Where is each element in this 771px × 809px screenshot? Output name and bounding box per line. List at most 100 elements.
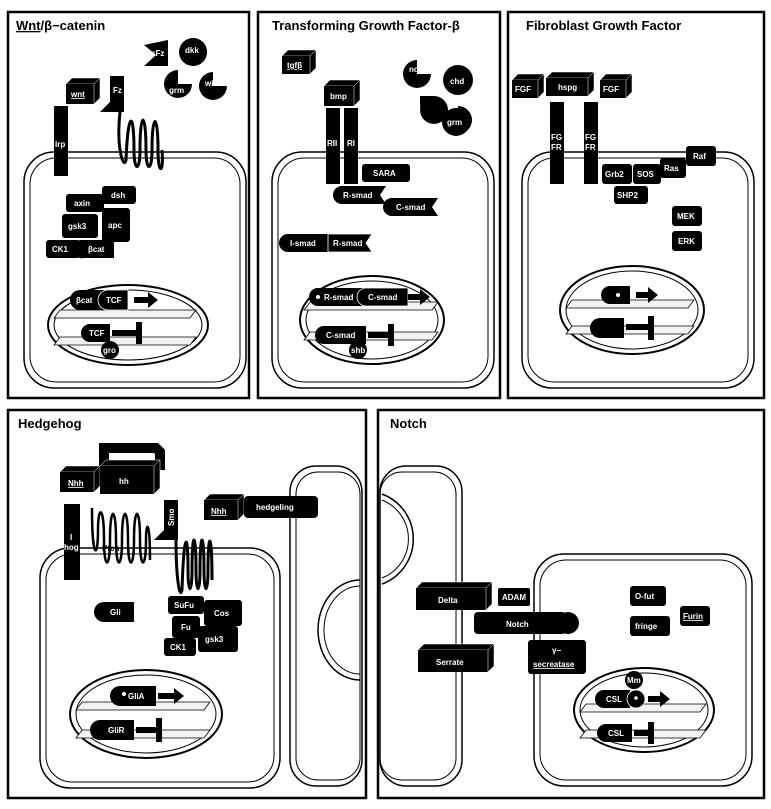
shp2-box	[614, 186, 648, 204]
ihog-label-a: I	[70, 533, 72, 542]
hspg-label: hspg	[558, 83, 577, 92]
delta-label: Delta	[438, 596, 458, 605]
nuc-csmad2-shape	[315, 326, 366, 344]
apc-label: apc	[108, 221, 122, 230]
ismad-label: I-smad	[290, 239, 316, 248]
notch-end	[557, 612, 579, 634]
smo-transmembrane	[174, 538, 214, 594]
glia-label: GliA	[128, 692, 145, 701]
ck1-label: CK1	[52, 245, 69, 254]
panel-fgf: Fibroblast Growth Factor FGF hspg FGF FG…	[506, 10, 766, 400]
chd-shape	[443, 65, 473, 95]
cell-membrane-inner	[277, 157, 489, 383]
gro-label: gro	[103, 346, 116, 355]
bcat-shape	[72, 240, 114, 259]
grm-shape-b	[442, 108, 470, 136]
nhh-label: Nhh	[68, 479, 84, 488]
fgfr-a-label-2: FR	[551, 143, 562, 152]
nuc-tcf-shape	[97, 289, 129, 311]
neighbour-cell	[289, 465, 363, 787]
sara-box	[362, 164, 410, 182]
axin-box	[66, 194, 104, 212]
fgfr-a-bar	[550, 102, 564, 184]
activation-arrow	[134, 292, 158, 308]
nucleus	[559, 265, 705, 355]
fz-label: Fz	[113, 86, 122, 95]
sfz-label: sFz	[151, 49, 164, 58]
fringe-label: fringe	[635, 622, 658, 631]
ofut-label: O-fut	[635, 592, 654, 601]
sending-cell	[379, 465, 463, 787]
furin-box	[680, 606, 710, 626]
cell-membrane-inner	[45, 553, 275, 783]
fgfr-b-label-1: FG	[585, 133, 596, 142]
nhh2-box-top	[203, 493, 245, 501]
csl-shape	[595, 690, 630, 708]
serrate-box-top	[417, 643, 495, 651]
sos-box	[633, 164, 661, 184]
fol-shape	[420, 96, 448, 124]
axin-label: axin	[74, 199, 90, 208]
grm-label: grm	[447, 118, 462, 127]
nucleus	[69, 669, 223, 759]
repression-bar	[626, 316, 654, 340]
gsk3-box	[62, 214, 98, 238]
rsmad2-shape	[327, 233, 373, 253]
panel-tgf: Transforming Growth Factor-β tgfβ bmp no…	[256, 10, 502, 400]
tf-shape	[601, 286, 630, 304]
fgfr-b-bar	[584, 102, 598, 184]
panel-notch: Notch Delta ADAM Notch Serrate γ− secrea…	[376, 408, 766, 800]
neighbour-cell-inner	[295, 471, 361, 781]
sufu-label: SuFu	[174, 601, 194, 610]
sufu-box	[168, 596, 204, 614]
ptch-label: Ptch	[102, 544, 119, 553]
csl2-label: CSL	[608, 729, 624, 738]
chd-label: chd	[450, 77, 464, 86]
phospho-dot	[316, 295, 320, 299]
nuc-bcat-label: βcat	[76, 296, 93, 305]
tgfb-box	[282, 56, 310, 74]
serrate-box	[418, 650, 488, 672]
fgf2-box	[600, 80, 626, 98]
rsmad-label: R-smad	[343, 191, 372, 200]
repressor-shape	[590, 318, 624, 338]
fringe-box	[630, 616, 670, 636]
nucleus-inner	[579, 672, 709, 748]
panel-title: Notch	[390, 416, 427, 431]
fz-shape	[100, 76, 124, 112]
gamma-label-b: secreatase	[533, 660, 575, 669]
hspg-box-side	[587, 71, 595, 97]
shb-label: shb	[351, 346, 365, 355]
rii-label: RII	[327, 139, 337, 148]
shp2-label: SHP2	[617, 191, 638, 200]
mek-box	[672, 206, 702, 226]
dna-strand-2	[53, 336, 197, 346]
bcat-label: βcat	[88, 245, 105, 254]
grb2-label: Grb2	[605, 170, 624, 179]
ofut-box	[630, 586, 666, 606]
nuc-csmad-label: C-smad	[368, 293, 397, 302]
hh-box-side	[153, 459, 161, 495]
raf-label: Raf	[693, 152, 706, 161]
furin-label: Furin	[683, 612, 703, 621]
phospho-dot	[616, 293, 620, 297]
rsmad-shape	[333, 186, 386, 204]
repression-bar	[368, 324, 394, 346]
dna-strand-1	[53, 309, 197, 319]
csl-label: CSL	[606, 695, 622, 704]
nuc-tcf2-shape	[81, 324, 110, 342]
wif-shape	[199, 72, 227, 100]
fgf1-box	[512, 80, 538, 98]
mek-label: MEK	[677, 212, 695, 221]
fgfr-a-label-1: FG	[551, 133, 562, 142]
phospho-dot	[122, 692, 126, 696]
wnt-box	[66, 84, 94, 104]
nhh2-box	[204, 500, 238, 520]
serrate-box-side	[487, 643, 495, 673]
nuc-tcf2-label: TCF	[89, 329, 105, 338]
nog-shape	[403, 60, 431, 88]
gsk3-label: gsk3	[68, 222, 87, 231]
delta-box-top	[415, 581, 493, 589]
nhh-box	[60, 472, 94, 492]
tgfb-label: tgfβ	[287, 61, 302, 70]
